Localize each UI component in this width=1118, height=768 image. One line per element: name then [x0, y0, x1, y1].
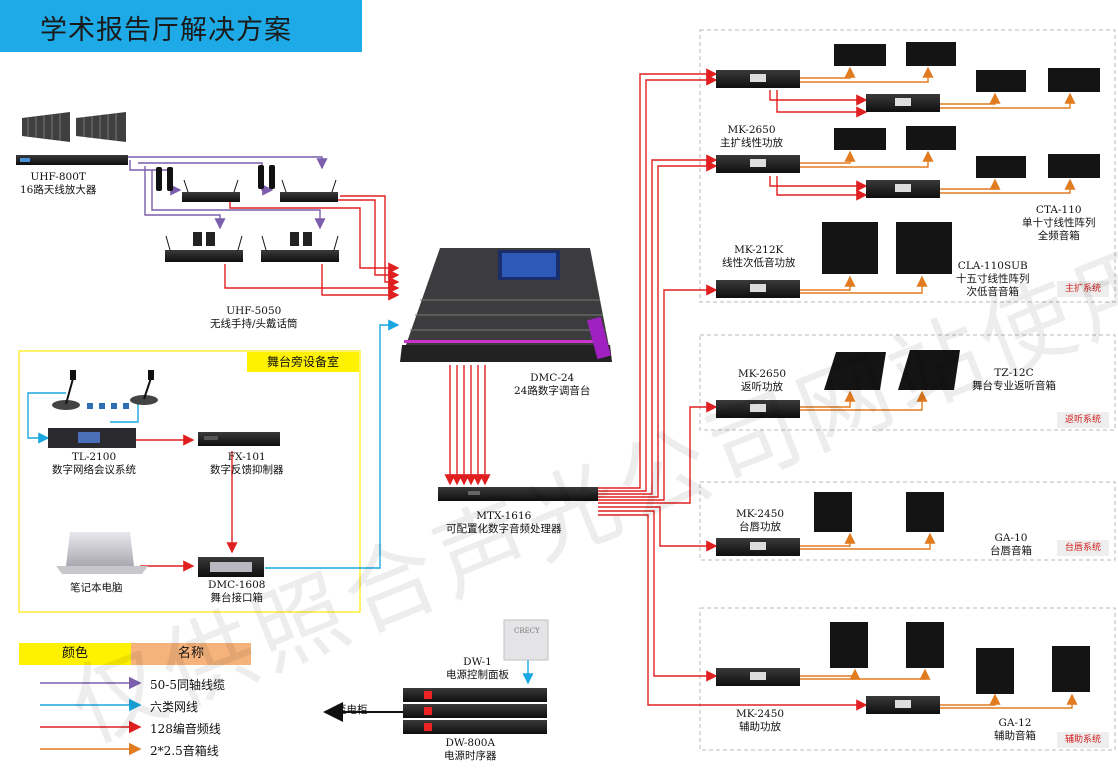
title-bar [0, 0, 362, 52]
handheld-receiver-1-icon [156, 167, 240, 202]
sequencer-icon [403, 688, 547, 734]
equipment-room-audio [134, 434, 238, 572]
equipment-room-label: 舞台旁设备室 [247, 352, 359, 372]
aux-system-box [699, 607, 1116, 751]
system-boxes [699, 29, 1116, 751]
line-array-speaker-icon [1048, 154, 1100, 178]
audio-lines-receivers [224, 195, 400, 301]
legend-item-speaker: 2*2.5音箱线 [150, 744, 219, 758]
main-amp-2-icon [866, 94, 940, 112]
handheld-receiver-2-icon [258, 165, 338, 202]
subwoofer-icon [822, 222, 878, 274]
legend-item-audio: 128编音频线 [150, 722, 221, 736]
line-array-speaker-icon [906, 126, 956, 150]
monitor-system-box [699, 334, 1116, 431]
aux-speaker-icon [976, 648, 1014, 694]
conference-mic-2-icon [130, 370, 158, 405]
conference-host-icon [48, 428, 136, 448]
lip-system-tag: 台唇系统 [1057, 540, 1109, 556]
monitor-wedge-icon [824, 352, 886, 390]
legend-header-color: 颜色 [61, 646, 88, 661]
aux-speaker-icon [1052, 646, 1090, 692]
line-array-speaker-icon [976, 70, 1026, 92]
equipment-room-box [18, 350, 361, 613]
aux-amp-1-icon [716, 668, 800, 686]
line-array-speaker-icon [1048, 68, 1100, 92]
legend-header-name: 名称 [177, 646, 204, 661]
legend-item-network: 六类网线 [150, 700, 199, 714]
aux-amp-2-icon [866, 696, 940, 714]
power-panel-icon [503, 619, 549, 661]
lip-speaker-icon [814, 492, 852, 532]
speakers [814, 42, 1100, 694]
processor-icon [438, 487, 598, 501]
mixer-console-icon [400, 248, 612, 362]
bodypack-receiver-1-icon [165, 232, 243, 262]
subwoofer-icon [896, 222, 952, 274]
monitor-system-tag: 返听系统 [1057, 412, 1109, 428]
line-array-speaker-icon [834, 44, 886, 66]
aux-speaker-icon [830, 622, 868, 668]
conference-dots-icon [87, 403, 129, 409]
lip-speaker-icon [906, 492, 944, 532]
audio-lines-processor-amps [598, 68, 868, 711]
amplifiers [716, 70, 940, 714]
main-amp-3-icon [716, 155, 800, 173]
stagebox-icon [198, 557, 264, 577]
sub-amp-icon [716, 280, 800, 298]
main-amp-1-icon [716, 70, 800, 88]
aux-system-tag: 辅助系统 [1057, 732, 1109, 748]
line-array-speaker-icon [834, 128, 886, 150]
amp-link-lines [769, 90, 868, 201]
line-array-speaker-icon [906, 42, 956, 66]
bodypack-receiver-2-icon [261, 232, 339, 262]
legend [19, 643, 251, 756]
aux-speaker-icon [906, 622, 944, 668]
laptop-label: 笔记本电脑 [70, 582, 123, 594]
page-title: 学术报告厅解决方案 [40, 15, 292, 46]
audio-lines-mixer-processor [444, 365, 491, 486]
laptop-icon [56, 532, 148, 574]
to-cabinet-label: 至电柜 [336, 704, 368, 716]
conference-mic-1-icon [52, 370, 80, 410]
lip-amp-icon [716, 538, 800, 556]
line-array-speaker-icon [976, 156, 1026, 178]
lip-system-box [699, 481, 1116, 561]
antenna-icon [16, 112, 128, 165]
speaker-cables [800, 66, 1078, 709]
main-system-tag: 主扩系统 [1057, 281, 1109, 297]
monitor-amp-icon [716, 400, 800, 418]
network-cables [27, 319, 534, 685]
feedback-suppressor-icon [198, 432, 280, 446]
monitor-wedge-icon [898, 350, 960, 390]
legend-item-coax: 50-5同轴线缆 [150, 678, 225, 692]
power-panel-brand: CRECY [514, 627, 540, 635]
main-amp-4-icon [866, 180, 940, 198]
